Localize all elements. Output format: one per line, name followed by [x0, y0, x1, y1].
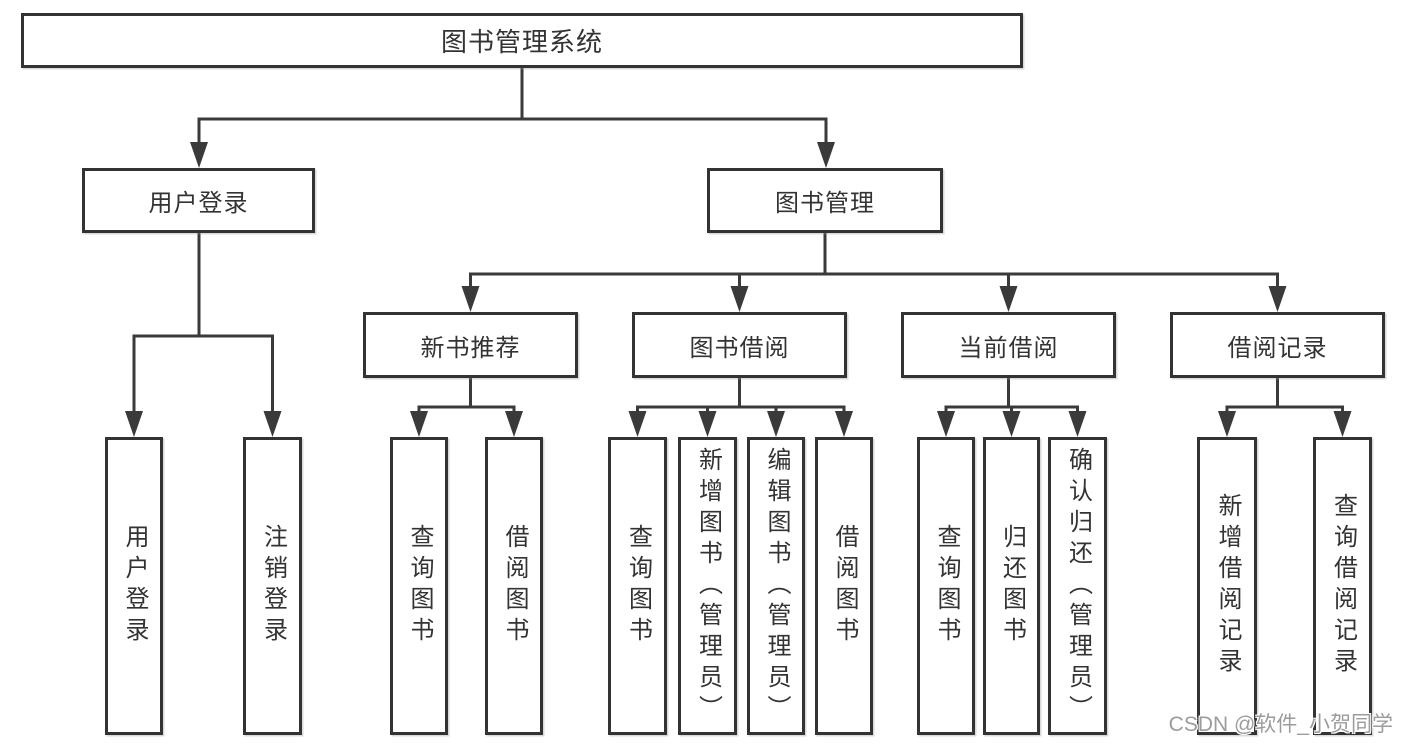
node-label: 新书推荐 — [420, 334, 521, 362]
leaf-query-books-recommend: 查询图书 — [390, 437, 448, 735]
node-label: 借阅图书 — [831, 524, 858, 648]
node-label: 编辑图书（管理员） — [763, 446, 790, 726]
node-label: 新增借阅记录 — [1214, 493, 1241, 679]
node-label: 用户登录 — [121, 524, 148, 648]
node-label: 借阅记录 — [1227, 334, 1328, 362]
connector-book-management-branch — [461, 233, 1287, 312]
connector-root-to-level2 — [190, 68, 835, 168]
leaf-return-books: 归还图书 — [983, 437, 1040, 735]
node-current-borrowing: 当前借阅 — [901, 312, 1116, 378]
connector-user-login-branch — [125, 233, 282, 437]
leaf-logout-login: 注销登录 — [243, 437, 302, 735]
node-borrowing-records: 借阅记录 — [1170, 312, 1385, 378]
node-label: 归还图书 — [998, 524, 1026, 648]
node-label: 确认归还（管理员） — [1064, 446, 1092, 726]
node-label: 图书借阅 — [689, 334, 790, 362]
connector-book-borrowing-group — [628, 378, 853, 437]
leaf-query-books-current: 查询图书 — [917, 437, 975, 735]
leaf-edit-books-admin: 编辑图书（管理员） — [747, 437, 805, 735]
leaf-query-borrow-record: 查询借阅记录 — [1313, 437, 1372, 735]
node-user-login: 用户登录 — [82, 168, 315, 233]
node-label: 查询借阅记录 — [1329, 493, 1357, 679]
leaf-borrow-books-recommend: 借阅图书 — [485, 437, 543, 735]
node-label: 图书管理 — [775, 190, 875, 217]
connector-current-borrowing-group — [937, 378, 1087, 437]
node-book-management: 图书管理 — [707, 168, 943, 233]
node-new-book-recommendation: 新书推荐 — [363, 312, 578, 378]
node-label: 借阅图书 — [501, 524, 528, 648]
node-label: 图书管理系统 — [440, 27, 603, 57]
connector-borrowing-records-group — [1218, 378, 1352, 437]
node-library-management-system: 图书管理系统 — [21, 13, 1023, 68]
node-book-borrowing: 图书借阅 — [632, 312, 847, 378]
leaf-add-books-admin: 新增图书（管理员） — [678, 437, 737, 735]
node-label: 用户登录 — [148, 190, 249, 217]
node-label: 查询图书 — [406, 524, 433, 648]
node-label: 查询图书 — [933, 524, 960, 648]
leaf-confirm-return-admin: 确认归还（管理员） — [1048, 437, 1107, 735]
leaf-borrow-books: 借阅图书 — [815, 437, 873, 735]
leaf-add-borrow-record: 新增借阅记录 — [1197, 437, 1257, 735]
leaf-query-books-borrowing: 查询图书 — [608, 437, 667, 735]
node-label: 当前借阅 — [958, 334, 1059, 362]
node-label: 注销登录 — [259, 524, 287, 648]
node-label: 新增图书（管理员） — [694, 446, 722, 726]
node-label: 查询图书 — [624, 524, 652, 648]
connector-new-book-recommendation-group — [410, 378, 523, 437]
leaf-user-login: 用户登录 — [105, 437, 163, 735]
csdn-watermark: CSDN @软件_小贺同学 — [1168, 713, 1393, 736]
